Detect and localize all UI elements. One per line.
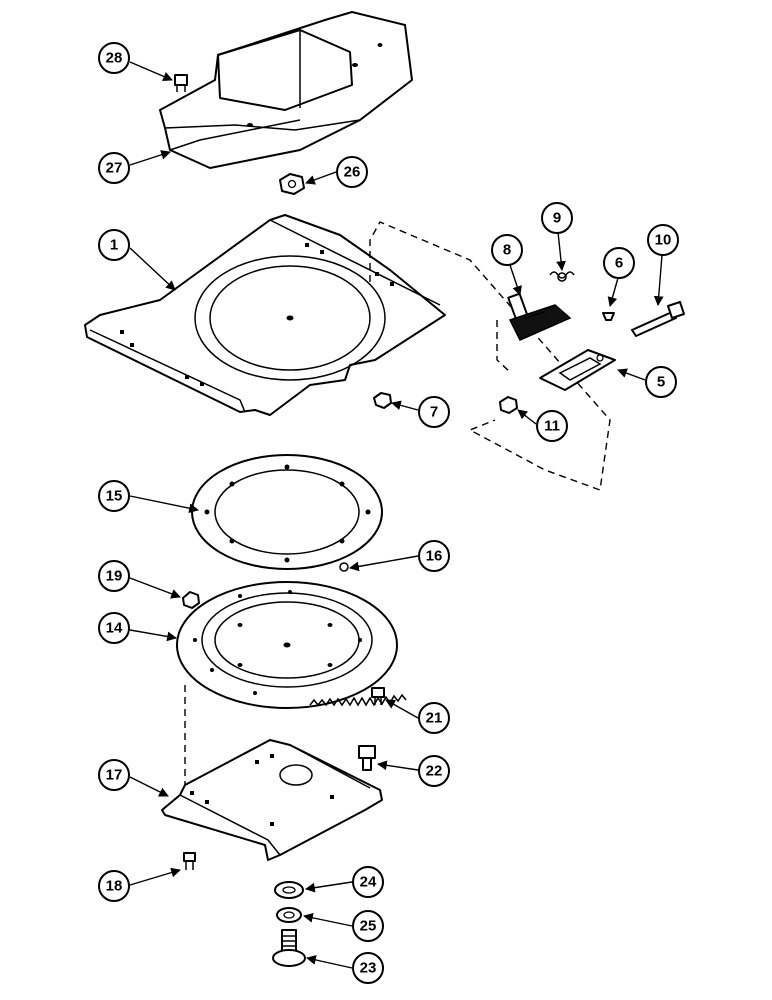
callout-22: 22 [418, 755, 450, 787]
part-10-long-bolt [631, 301, 685, 337]
callout-28: 28 [98, 42, 130, 74]
part-17-lower-plate [161, 739, 383, 861]
part-22-bolt [358, 745, 376, 771]
callout-16: 16 [418, 540, 450, 572]
part-25-washer [276, 907, 302, 923]
part-5-latch-bracket [539, 349, 616, 391]
callout-6: 6 [603, 247, 635, 279]
callout-11: 11 [536, 410, 568, 442]
callout-27-label: 27 [106, 160, 123, 177]
callout-14-label: 14 [106, 620, 123, 637]
callout-7-label: 7 [430, 404, 438, 421]
part-7-nut [373, 392, 392, 409]
callout-23-label: 23 [360, 960, 377, 977]
callout-27: 27 [98, 152, 130, 184]
part-8-latch-lever [507, 292, 572, 341]
callout-8-label: 8 [503, 242, 511, 259]
callout-5-label: 5 [657, 374, 665, 391]
callout-25: 25 [352, 910, 384, 942]
callout-22-label: 22 [426, 763, 443, 780]
callout-23: 23 [352, 952, 384, 984]
callout-19-label: 19 [106, 568, 123, 585]
callout-15: 15 [98, 480, 130, 512]
callout-15-label: 15 [106, 488, 123, 505]
callout-24-label: 24 [360, 874, 377, 891]
callout-10-label: 10 [655, 232, 672, 249]
callout-9-label: 9 [553, 210, 561, 227]
callout-19: 19 [98, 560, 130, 592]
callout-8: 8 [491, 234, 523, 266]
callout-10: 10 [647, 224, 679, 256]
callout-28-label: 28 [106, 50, 123, 67]
part-26-nut [279, 173, 305, 195]
callout-17-label: 17 [106, 767, 123, 784]
callout-18-label: 18 [106, 878, 123, 895]
part-6-bolt [602, 312, 615, 321]
callout-21: 21 [418, 702, 450, 734]
callout-1-label: 1 [110, 237, 118, 254]
callout-9: 9 [541, 202, 573, 234]
callout-5: 5 [645, 366, 677, 398]
assembly-line-latch [369, 221, 611, 491]
callout-14: 14 [98, 612, 130, 644]
callout-24: 24 [352, 866, 384, 898]
part-11-nut [499, 396, 518, 414]
part-27-seat-cover [159, 11, 413, 169]
part-15-bearing-ring [191, 454, 383, 570]
part-19-nut [182, 591, 200, 609]
leader-lines [129, 61, 664, 969]
part-14-gear-ring [176, 581, 407, 709]
callout-25-label: 25 [360, 918, 377, 935]
callout-17: 17 [98, 759, 130, 791]
part-21-screw [371, 687, 385, 705]
part-24-washer [274, 881, 304, 899]
callout-26-label: 26 [344, 164, 361, 181]
callout-7: 7 [418, 396, 450, 428]
assembly-line-latch-2 [496, 320, 511, 373]
callout-11-label: 11 [544, 418, 560, 435]
callout-1: 1 [98, 229, 130, 261]
part-18-screw [183, 852, 196, 870]
callout-18: 18 [98, 870, 130, 902]
part-28-screw [174, 74, 188, 92]
callout-21-label: 21 [426, 710, 443, 727]
part-1-upper-plate [84, 214, 446, 416]
callout-26: 26 [336, 156, 368, 188]
callout-16-label: 16 [426, 548, 443, 565]
part-16-ball [339, 562, 349, 572]
callout-6-label: 6 [615, 255, 623, 272]
part-9-spring [549, 271, 575, 282]
part-23-pivot-stud [272, 929, 306, 967]
